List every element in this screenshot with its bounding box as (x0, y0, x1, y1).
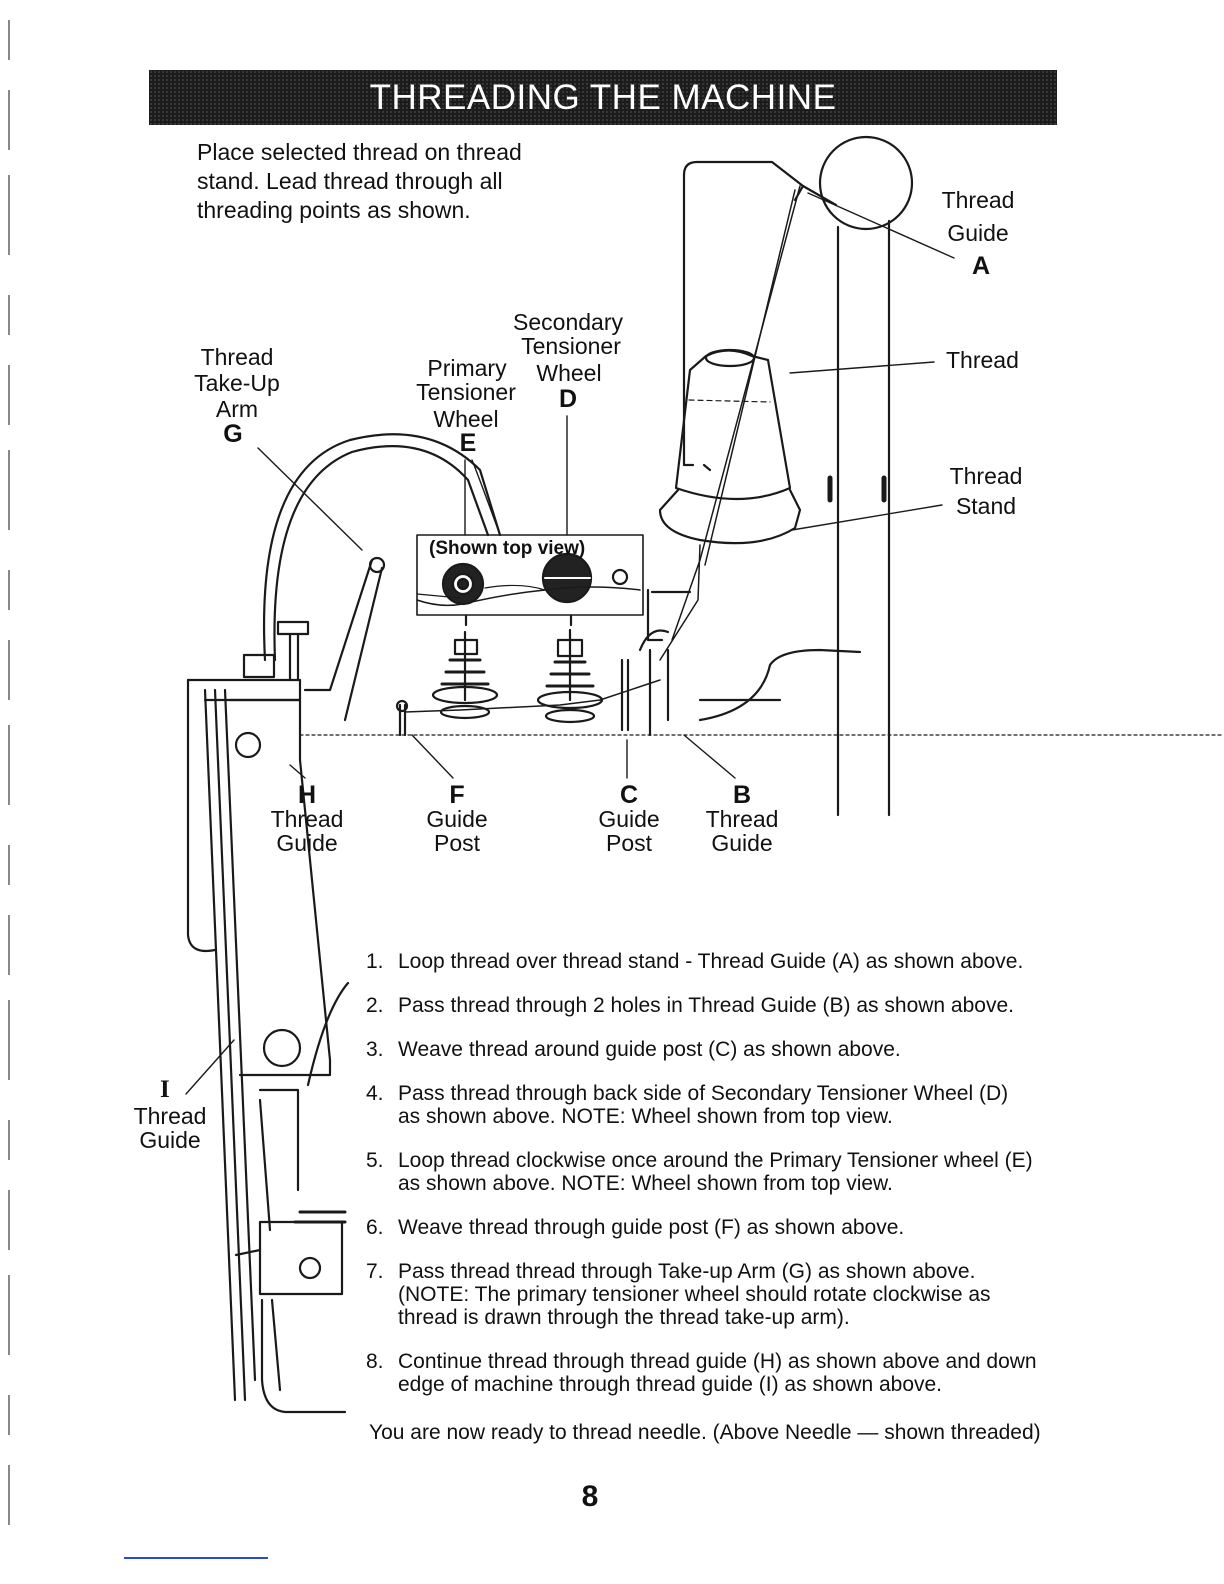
label-h-letter: H (297, 781, 317, 809)
take-up-arm (263, 433, 502, 722)
step-number: 3. (366, 1038, 384, 1061)
step-text: Pass thread through 2 holes in Thread Gu… (398, 994, 1014, 1017)
label-thread-guide-b: B Thread Guide (694, 781, 790, 856)
label-d-line-2: Tensioner (521, 333, 621, 359)
label-thread: Thread (946, 347, 1019, 373)
step-text: Continue thread through thread guide (H)… (398, 1350, 1037, 1373)
step-7: 7. Pass thread thread through Take-up Ar… (366, 1260, 1106, 1329)
instruction-steps: 1. Loop thread over thread stand - Threa… (366, 950, 1106, 1417)
top-view-label: (Shown top view) (429, 538, 586, 559)
label-h-line-1: Thread (270, 806, 344, 832)
step-text: Loop thread clockwise once around the Pr… (398, 1149, 1033, 1172)
label-g-line-2: Take-Up (194, 370, 280, 396)
bottom-rule (124, 1557, 268, 1559)
step-6: 6. Weave thread through guide post (F) a… (366, 1216, 1106, 1239)
label-h-line-2: Guide (276, 830, 338, 856)
step-text-2: as shown above. NOTE: Wheel shown from t… (398, 1105, 893, 1128)
step-text: Pass thread thread through Take-up Arm (… (398, 1260, 976, 1283)
label-guide-post-c: C Guide Post (584, 781, 674, 856)
label-f-line-2: Post (433, 830, 481, 856)
label-stand-line-2: Stand (955, 493, 1017, 519)
label-g-line-1: Thread (200, 344, 274, 370)
label-thread-guide-h: H Thread Guide (259, 781, 355, 856)
guide-post-f-top (395, 699, 409, 713)
label-a-line-1: Thread (941, 187, 1015, 213)
label-e-line-1: Primary (427, 355, 507, 381)
intro-line-3: threading points as shown. (197, 197, 471, 223)
label-e-line-3: Wheel (433, 406, 499, 432)
label-thread-guide-i: I Thread Guide (126, 1076, 214, 1153)
step-3: 3. Weave thread around guide post (C) as… (366, 1038, 1106, 1061)
step-text: Weave thread through guide post (F) as s… (398, 1216, 905, 1239)
top-view-inset (416, 534, 644, 627)
step-1: 1. Loop thread over thread stand - Threa… (366, 950, 1106, 973)
step-number: 6. (366, 1216, 384, 1239)
label-i-line-1: Thread (133, 1103, 207, 1129)
label-g-letter: G (223, 420, 243, 448)
step-text-2: as shown above. NOTE: Wheel shown from t… (398, 1172, 893, 1195)
intro-line-1: Place selected thread on thread (197, 139, 522, 165)
step-number: 8. (366, 1350, 384, 1373)
page-number: 8 (581, 1480, 599, 1513)
leader-lines (185, 192, 955, 1095)
label-thread-guide-a: Thread Guide A (930, 187, 1026, 280)
step-8: 8. Continue thread through thread guide … (366, 1350, 1106, 1396)
label-c-line-2: Post (605, 830, 653, 856)
ready-note: You are now ready to thread needle. (Abo… (369, 1421, 1041, 1444)
label-a-letter: A (971, 252, 991, 280)
label-thread-stand: Thread Stand (940, 464, 1032, 518)
step-text: Weave thread around guide post (C) as sh… (398, 1038, 901, 1061)
step-number: 7. (366, 1260, 384, 1283)
label-a-line-2: Guide (947, 220, 1009, 246)
thread-guide-b (648, 648, 670, 737)
label-b-letter: B (732, 781, 752, 809)
step-text-2: (NOTE: The primary tensioner wheel shoul… (398, 1283, 991, 1306)
step-text-2: edge of machine through thread guide (I)… (398, 1373, 943, 1396)
label-d-line-1: Secondary (513, 309, 623, 335)
intro-line-2: stand. Lead thread through all (197, 168, 503, 194)
label-stand-line-1: Thread (949, 463, 1023, 489)
step-2: 2. Pass thread through 2 holes in Thread… (366, 994, 1106, 1017)
label-f-letter: F (449, 781, 465, 809)
label-guide-post-f: F Guide Post (412, 781, 502, 856)
step-4: 4. Pass thread through back side of Seco… (366, 1082, 1106, 1128)
step-text: Loop thread over thread stand - Thread G… (398, 950, 1024, 973)
label-e-line-2: Tensioner (416, 379, 516, 405)
step-number: 5. (366, 1149, 384, 1172)
label-take-up-arm-g: Thread Take-Up Arm G (186, 344, 288, 448)
intro-text: Place selected thread on thread stand. L… (197, 138, 577, 225)
label-f-line-1: Guide (426, 806, 488, 832)
tensioner-e-side (431, 630, 499, 720)
label-d-letter: D (558, 385, 578, 413)
step-number: 1. (366, 950, 384, 973)
step-5: 5. Loop thread clockwise once around the… (366, 1149, 1106, 1195)
step-number: 4. (366, 1082, 384, 1105)
label-g-line-3: Arm (215, 396, 259, 422)
label-c-line-1: Guide (598, 806, 660, 832)
label-d-line-3: Wheel (536, 360, 602, 386)
thread-stand (682, 135, 914, 817)
step-text: Pass thread through back side of Seconda… (398, 1082, 1009, 1105)
label-i-letter: I (160, 1076, 170, 1103)
title-banner: THREADING THE MACHINE (149, 70, 1057, 125)
label-secondary-tensioner-d: Secondary Tensioner Wheel D (505, 309, 631, 413)
label-e-letter: E (459, 429, 477, 457)
label-b-line-1: Thread (705, 806, 779, 832)
guide-post-c (620, 658, 630, 732)
label-c-letter: C (619, 781, 639, 809)
step-number: 2. (366, 994, 384, 1017)
label-primary-tensioner-e: Primary Tensioner Wheel E (410, 355, 522, 457)
label-i-line-2: Guide (139, 1127, 201, 1153)
tensioner-d-side (536, 628, 604, 724)
page-title: THREADING THE MACHINE (369, 77, 837, 117)
label-b-line-2: Guide (711, 830, 773, 856)
step-text-3: thread is drawn through the thread take-… (398, 1306, 850, 1329)
binding-rule (8, 20, 10, 1540)
